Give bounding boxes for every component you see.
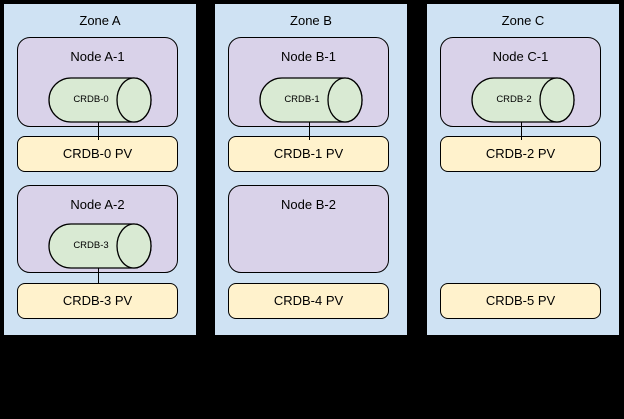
crdb-1-pod-cylinder: CRDB-1 (259, 77, 363, 123)
cylinder-icon (259, 77, 363, 123)
pod-to-pv-connector (521, 120, 522, 140)
crdb-3-pod-cylinder: CRDB-3 (48, 223, 152, 269)
crdb-0-pv-box: CRDB-0 PV (17, 136, 178, 172)
crdb-0-pod-label: CRDB-0 (73, 94, 109, 105)
node-b2-label: Node B-2 (281, 197, 336, 212)
zone-a-container: Zone A Node A-1 CRDB-0 CRDB-0 PV Node A-… (2, 2, 198, 337)
crdb-0-pod-cylinder: CRDB-0 (48, 77, 152, 123)
crdb-4-pv-box: CRDB-4 PV (228, 283, 389, 319)
crdb-5-pv-box: CRDB-5 PV (440, 283, 601, 319)
zone-c-container: Zone C Node C-1 CRDB-2 CRDB-2 PV CRDB-5 … (425, 2, 621, 337)
zone-a-label: Zone A (79, 13, 121, 28)
crdb-2-pod-cylinder: CRDB-2 (471, 77, 575, 123)
cylinder-icon (471, 77, 575, 123)
crdb-2-pod-label: CRDB-2 (496, 94, 532, 105)
crdb-3-pv-box: CRDB-3 PV (17, 283, 178, 319)
cylinder-icon (48, 223, 152, 269)
crdb-1-pv-box: CRDB-1 PV (228, 136, 389, 172)
node-a1-label: Node A-1 (70, 49, 125, 64)
pod-to-pv-connector (309, 120, 310, 140)
cylinder-icon (48, 77, 152, 123)
zone-c-label: Zone C (501, 13, 545, 28)
crdb-2-pv-box: CRDB-2 PV (440, 136, 601, 172)
node-c1-label: Node C-1 (492, 49, 549, 64)
node-b1-label: Node B-1 (281, 49, 336, 64)
pod-to-pv-connector (98, 267, 99, 283)
pod-to-pv-connector (98, 120, 99, 140)
crdb-1-pod-label: CRDB-1 (284, 94, 320, 105)
crdb-3-pod-label: CRDB-3 (73, 240, 109, 251)
node-a2-label: Node A-2 (70, 197, 125, 212)
node-b2-box: Node B-2 (228, 185, 389, 273)
zone-b-label: Zone B (290, 13, 332, 28)
zone-b-container: Zone B Node B-1 CRDB-1 CRDB-1 PV Node B-… (213, 2, 409, 337)
